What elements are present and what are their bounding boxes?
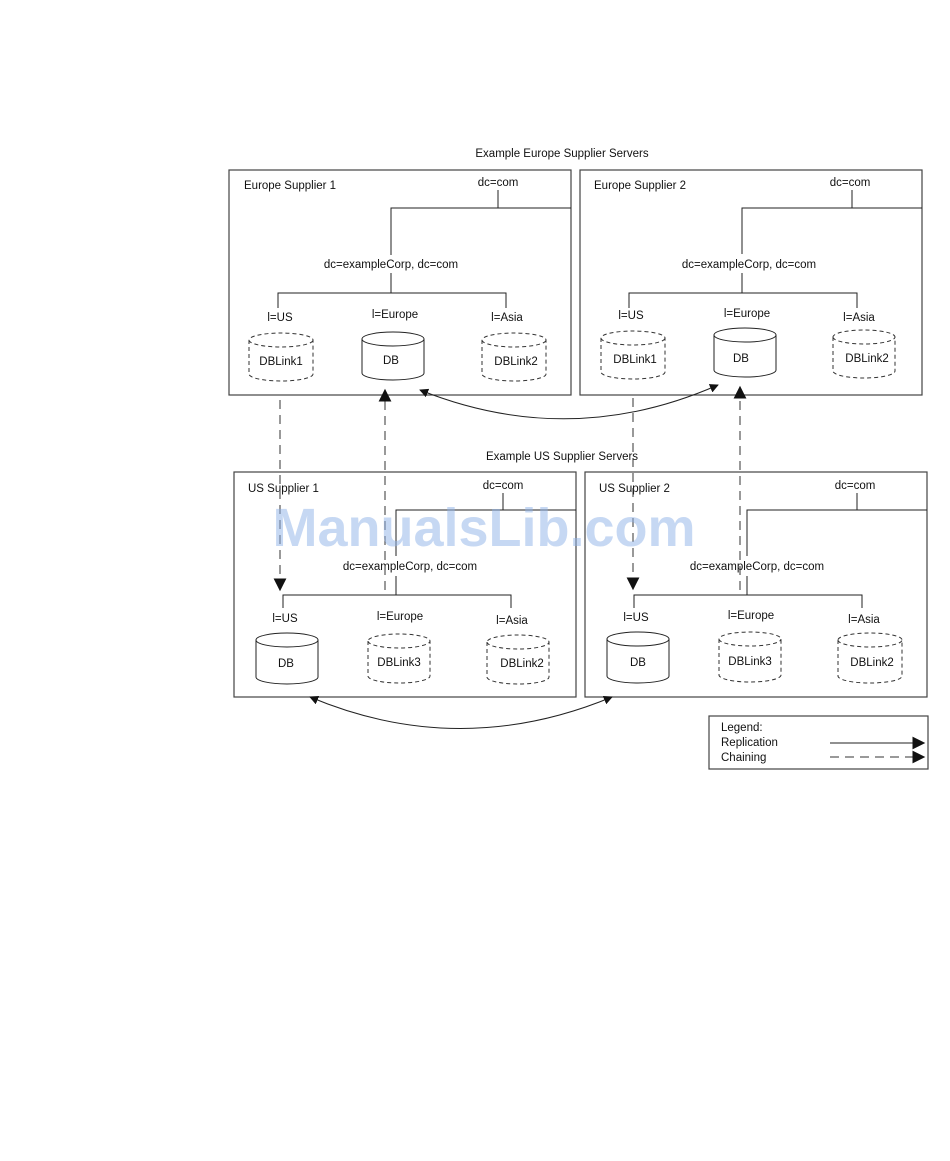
store-label: DBLink3 [377,657,420,669]
branch-label: l=US [272,613,298,625]
store-label: DB [278,658,294,670]
server-name: US Supplier 1 [248,483,319,495]
dblink-cylinder: DBLink2 [832,329,896,379]
suffix-dn: dc=exampleCorp, dc=com [343,561,477,573]
tree-line [390,190,571,255]
dblink-cylinder: DBLink3 [718,631,782,683]
server-box-us-supplier-2: US Supplier 2 dc=com dc=exampleCorp, dc=… [584,471,928,698]
store-label: DBLink2 [845,353,888,365]
server-name: Europe Supplier 1 [244,180,336,192]
dblink-cylinder: DBLink3 [367,633,431,684]
store-label: DB [630,657,646,669]
tree-line [628,273,858,308]
branch-label: l=US [618,310,644,322]
dblink-cylinder: DBLink1 [600,330,666,380]
branch-label: l=Europe [728,610,774,622]
store-label: DBLink3 [728,656,771,668]
tree-line [277,273,507,308]
legend-replication-label: Replication [721,737,778,749]
branch-label: l=Asia [491,312,523,324]
db-cylinder: DB [255,632,319,685]
legend-title: Legend: [721,722,763,734]
replication-arrow-europe [419,384,719,420]
tree-line [282,576,512,608]
server-box-us-supplier-1: US Supplier 1 dc=com dc=exampleCorp, dc=… [233,471,577,698]
server-name: US Supplier 2 [599,483,670,495]
suffix-dn: dc=exampleCorp, dc=com [682,259,816,271]
branch-label: l=Asia [848,614,880,626]
tree-line [746,493,927,556]
branch-label: l=Europe [724,308,770,320]
store-label: DBLink2 [500,658,543,670]
server-box-europe-supplier-2: Europe Supplier 2 dc=com dc=exampleCorp,… [579,169,923,396]
dblink-cylinder: DBLink2 [481,332,547,382]
store-label: DBLink1 [613,354,656,366]
dblink-cylinder: DBLink1 [248,332,314,382]
root-dn: dc=com [830,177,871,189]
watermark: ManualsLib.com [272,498,695,558]
store-label: DBLink2 [850,657,893,669]
branch-label: l=Europe [372,309,418,321]
branch-label: l=US [623,612,649,624]
branch-label: l=Asia [496,615,528,627]
legend: Legend: Replication Chaining [708,715,929,770]
db-cylinder: DB [361,331,425,381]
root-dn: dc=com [835,480,876,492]
branch-label: l=US [267,312,293,324]
tree-line [741,190,922,254]
dblink-cylinder: DBLink2 [486,634,550,685]
db-cylinder: DB [606,631,670,684]
store-label: DB [383,355,399,367]
server-box-europe-supplier-1: Europe Supplier 1 dc=com dc=exampleCorp,… [228,169,572,396]
branch-label: l=Europe [377,611,423,623]
suffix-dn: dc=exampleCorp, dc=com [690,561,824,573]
store-label: DBLink2 [494,356,537,368]
suffix-dn: dc=exampleCorp, dc=com [324,259,458,271]
europe-section-title: Example Europe Supplier Servers [475,148,648,160]
dblink-cylinder: DBLink2 [837,632,903,684]
tree-line [395,493,576,556]
db-cylinder: DB [713,327,777,378]
server-name: Europe Supplier 2 [594,180,686,192]
tree-line [633,576,863,608]
us-section-title: Example US Supplier Servers [486,451,638,463]
root-dn: dc=com [478,177,519,189]
branch-label: l=Asia [843,312,875,324]
store-label: DBLink1 [259,356,302,368]
replication-arrow-us [309,695,613,729]
store-label: DB [733,353,749,365]
legend-chaining-label: Chaining [721,752,766,764]
root-dn: dc=com [483,480,524,492]
